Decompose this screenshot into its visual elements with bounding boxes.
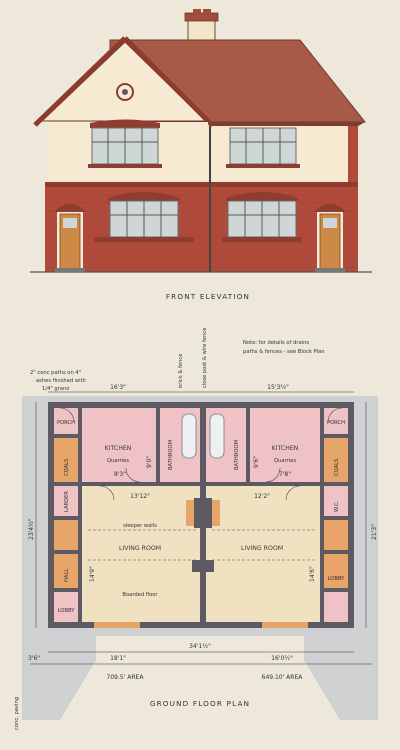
label-quarries-left: Quarries [107,458,129,464]
label-living-right: LIVING ROOM [241,545,283,552]
dim-centre-span: 34'1½" [189,643,211,650]
label-larder-left: LARDER [64,491,70,512]
front-door-left [54,204,86,272]
living-room-left [82,486,200,622]
note-drains-2: paths & fences - see Block Plan [243,349,325,355]
label-kitchen-right: KITCHEN [272,445,299,452]
bath-right [209,413,225,459]
label-bathroom-left: BATHROOM [168,440,174,470]
label-sleeper-walls: sleeper walls [123,523,157,529]
coals-right [324,438,348,482]
area-left: 709.5' AREA [107,674,145,681]
brick-wall [45,187,358,272]
chimney-cap [184,12,219,22]
dim-bottom-left: 18'1" [110,655,126,662]
note-drains-1: Note: for details of drains [243,340,309,346]
dim-kitchen-right-w: 7'8" [279,471,291,478]
dim-left-depth: 23'4½" [28,518,35,540]
note-fence-b: close post & wire fence [202,328,208,388]
note-path-2: ashes finished with [36,378,86,384]
lower-window-right [222,192,302,242]
dim-living-left-w: 13'12" [130,493,150,500]
dim-top-right: 15'3½" [267,384,289,391]
label-porch-right: PORCH [327,420,345,426]
dim-kitchen-right-d: 9'6" [253,456,260,468]
label-living-left: LIVING ROOM [119,545,161,552]
label-coals-left: COALS [64,459,70,476]
dim-side-offset: 3'6" [28,655,40,662]
label-boarded-floor: Boarded floor [122,592,158,598]
dim-top-left: 16'3" [110,384,126,391]
label-bathroom-right: BATHROOM [234,440,240,470]
label-lobby-left: LOBBY [58,608,76,614]
dim-kitchen-left-w: 8'3" [114,471,126,478]
note-conc-paving: conc. paving [14,697,20,730]
front-door-right [314,204,346,272]
bath-left [181,413,197,459]
dim-bottom-right: 16'0½" [271,655,293,662]
front-elevation [30,9,372,273]
label-porch-left: PORCH [57,420,75,426]
note-fence-a: brick & fence [178,354,184,388]
living-room-right [206,486,320,622]
label-kitchen-left: KITCHEN [105,445,132,452]
label-coals-right: COALS [334,459,340,476]
dim-kitchen-left-d: 9'0" [146,456,153,468]
lower-window-left [94,192,194,242]
note-path-3: 1/4" grano [42,386,69,392]
label-lobby-right: LOBBY [328,576,346,582]
dim-living-right-d: 14'6" [309,566,316,582]
front-elevation-title: FRONT ELEVATION [166,292,250,301]
upper-window-right [226,127,300,168]
kitchen-right [250,408,320,482]
note-path-1: 2" conc paths on 4" [30,370,81,376]
dim-right-depth: 21'3" [371,524,378,540]
dim-living-right-w: 12'2" [254,493,270,500]
label-wc-right: W.C. [334,500,340,512]
ground-floor-plan [22,391,378,720]
dim-living-left-d: 14'9" [89,566,96,582]
label-hall-left: HALL [64,569,70,582]
coals-left [54,438,78,482]
upper-window-left [88,119,162,168]
area-right: 649.10' AREA [262,674,304,681]
kitchen-left [82,408,156,482]
ground-floor-plan-title: GROUND FLOOR PLAN [150,699,250,708]
label-quarries-right: Quarries [274,458,296,464]
